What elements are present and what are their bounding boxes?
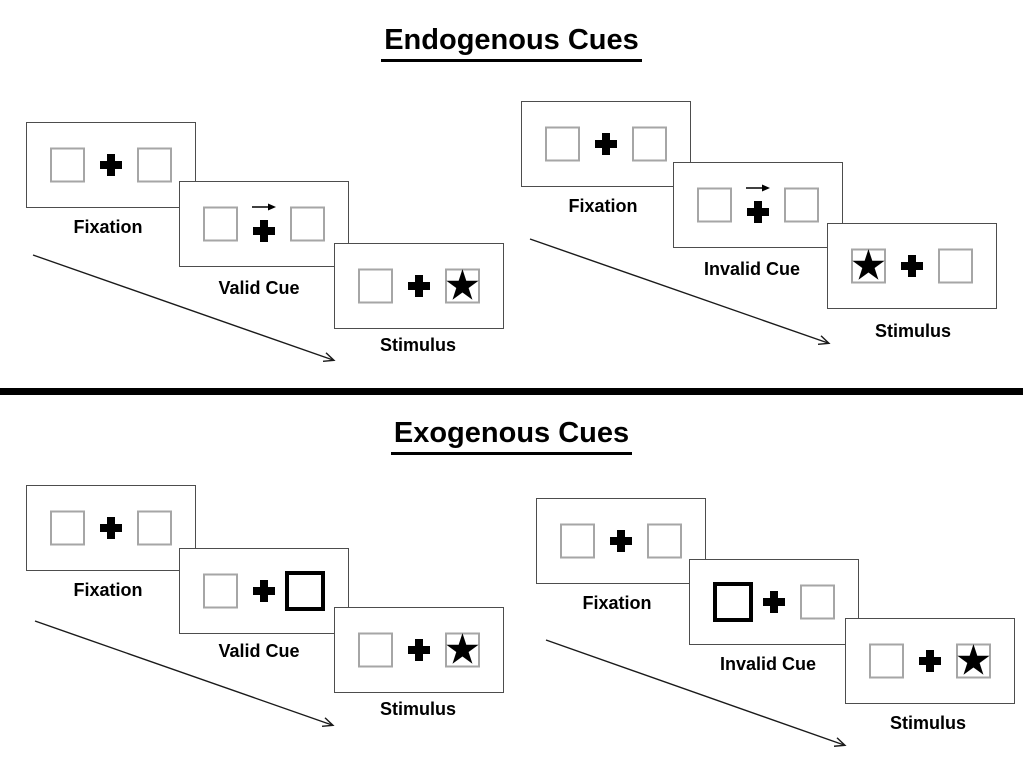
placeholder-box-left [358,268,393,304]
stimulus-card: ★ [334,607,504,693]
placeholder-box-left [203,573,238,609]
placeholder-box-right [784,187,819,223]
placeholder-box-left [50,147,85,183]
stimulus-card: ★ [845,618,1015,704]
valid-cue-card [179,548,349,634]
stimulus-label: Stimulus [889,713,966,733]
highlight-cue-box-right [285,571,325,611]
placeholder-box-right [632,126,667,162]
fixation-cross-icon [100,154,122,176]
endogenous-title-text: Endogenous Cues [381,24,642,62]
fixation-cross-icon [408,275,430,297]
fixation-card [521,101,691,187]
stimulus-box-left: ★ [850,244,888,286]
valid-cue-card [179,181,349,267]
invalid-cue-card [673,162,843,248]
star-stimulus-icon: ★ [954,635,993,685]
exogenous-section-title: Exogenous Cues [0,417,1023,455]
invalid-cue-label: Invalid Cue [703,259,801,279]
placeholder-box-left [560,523,595,559]
endogenous-section-title: Endogenous Cues [0,24,1023,62]
placeholder-box-right [800,584,835,620]
fixation-cross-icon [919,650,941,672]
valid-cue-label: Valid Cue [218,641,300,661]
fixation-card [26,122,196,208]
invalid-cue-label: Invalid Cue [719,654,817,674]
right-arrow-cue-icon [252,203,276,211]
valid-cue-label: Valid Cue [218,278,300,298]
invalid-cue-card [689,559,859,645]
placeholder-box-right [647,523,682,559]
placeholder-box-right [137,147,172,183]
star-stimulus-icon: ★ [443,624,482,674]
stimulus-label: Stimulus [379,699,456,719]
fixation-card [26,485,196,571]
right-arrow-cue-icon [746,184,770,192]
fixation-label: Fixation [568,196,638,216]
placeholder-box-left [358,632,393,668]
stimulus-box-right: ★ [955,639,993,681]
stimulus-card: ★ [827,223,997,309]
section-divider [0,388,1023,395]
placeholder-box-left [50,510,85,546]
sequence-arrow [34,620,348,736]
fixation-cross-icon [901,255,923,277]
sequence-arrow [529,238,843,354]
stimulus-label: Stimulus [874,321,951,341]
fixation-cross-icon [610,530,632,552]
exogenous-title-text: Exogenous Cues [390,417,633,455]
stimulus-box-right: ★ [444,628,482,670]
fixation-cross-icon [253,219,275,242]
sequence-arrow [32,254,346,370]
fixation-cross-icon [100,517,122,539]
fixation-cross-icon [763,591,785,613]
fixation-cross-icon [408,639,430,661]
placeholder-box-right [290,206,325,242]
sequence-arrow [545,639,859,755]
placeholder-box-left [203,206,238,242]
fixation-cross-icon [253,580,275,602]
placeholder-box-left [697,187,732,223]
fixation-label: Fixation [73,217,143,237]
stimulus-card: ★ [334,243,504,329]
fixation-cross-icon [595,133,617,155]
fixation-card [536,498,706,584]
star-stimulus-icon: ★ [849,240,888,290]
placeholder-box-right [938,248,973,284]
stimulus-label: Stimulus [379,335,456,355]
fixation-cross-icon [747,200,769,223]
fixation-label: Fixation [582,593,652,613]
star-stimulus-icon: ★ [443,260,482,310]
highlight-cue-box-left [713,582,753,622]
placeholder-box-left [869,643,904,679]
fixation-label: Fixation [73,580,143,600]
stimulus-box-right: ★ [444,264,482,306]
placeholder-box-left [545,126,580,162]
placeholder-box-right [137,510,172,546]
